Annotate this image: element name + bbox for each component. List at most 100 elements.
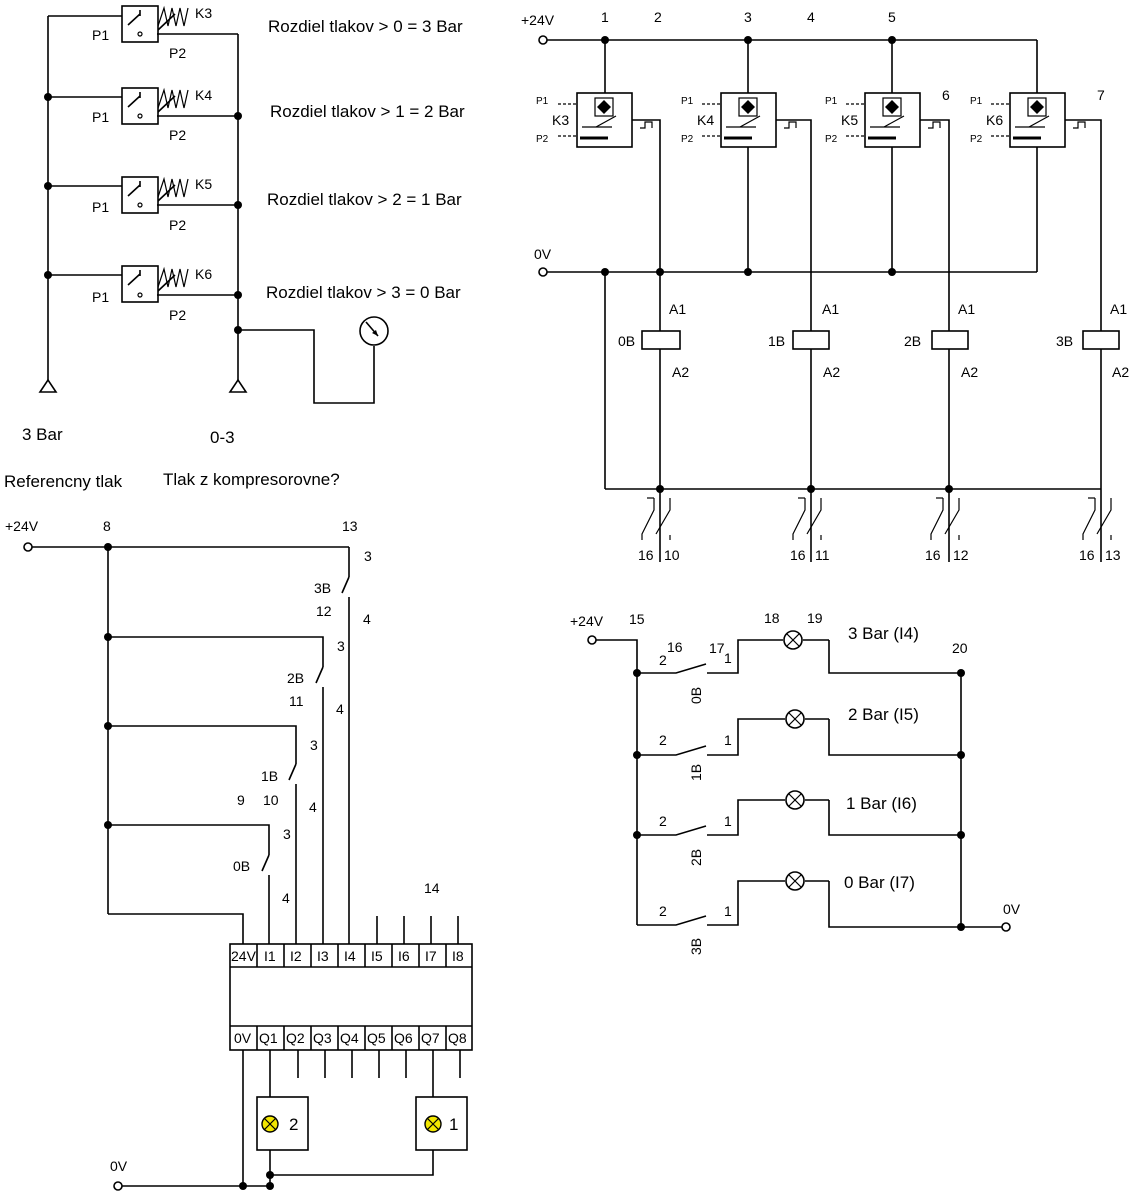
lamp-node-18: 18	[764, 610, 780, 626]
relay-2b-label: 2B	[904, 333, 921, 349]
compressor-pressure-range: 0-3	[210, 428, 235, 447]
k5-label: K5	[195, 176, 212, 192]
lamp-row-2bar	[637, 709, 961, 756]
k6-description: Rozdiel tlakov > 3 = 0 Bar	[266, 283, 461, 302]
plc-output-q8: Q8	[448, 1030, 467, 1046]
contact-3b-bottom: 4	[363, 611, 371, 627]
pressure-switch-k5	[48, 176, 238, 214]
plc-output-q5: Q5	[367, 1030, 386, 1046]
plc-node-9: 9	[237, 792, 245, 808]
k4-a2-label: A2	[823, 364, 840, 380]
pressure-switch-k4	[48, 87, 238, 125]
contact-2b-bottom: 4	[336, 701, 344, 717]
row2-left-terminal: 2	[659, 732, 667, 748]
plc-input-i6: I6	[398, 948, 410, 964]
row4-lamp-label: 0 Bar (I7)	[844, 873, 915, 892]
row2-right-terminal: 1	[724, 732, 732, 748]
k4-a1-label: A1	[822, 301, 839, 317]
contact-0b-common: 16	[638, 547, 654, 563]
pressure-switch-k6	[48, 265, 238, 303]
k5-sensor-p1-label: P1	[825, 96, 838, 107]
k3-sensor-p1-label: P1	[536, 96, 549, 107]
contact-3b-top: 3	[364, 548, 372, 564]
contact-1b-num: 10	[263, 792, 279, 808]
contact-1b-top: 3	[310, 737, 318, 753]
plc-supply-zero-label: 0V	[110, 1158, 128, 1174]
contact-2b-common: 16	[925, 547, 941, 563]
relay-coil-3b	[1082, 330, 1120, 350]
relay-contact-symbols	[641, 489, 1112, 562]
contact-3b-name: 3B	[314, 580, 331, 596]
contact-2b-no: 12	[953, 547, 969, 563]
contact-2b-num: 11	[289, 693, 304, 709]
plc-output-q4: Q4	[340, 1030, 359, 1046]
row4-right-terminal: 1	[724, 903, 732, 919]
pressure-gauge-icon	[359, 316, 389, 346]
k4-label: K4	[195, 87, 212, 103]
plc-input-i2: I2	[290, 948, 302, 964]
lamp-2-label: 2	[289, 1115, 298, 1134]
node-3: 3	[744, 9, 752, 25]
plc-output-q3: Q3	[313, 1030, 332, 1046]
relay-3b-label: 3B	[1056, 333, 1073, 349]
reference-pressure-value: 3 Bar	[22, 425, 63, 444]
lamp-node-19: 19	[807, 610, 823, 626]
contact-3b-num: 12	[316, 603, 332, 619]
k3-p1-label: P1	[92, 27, 109, 43]
contact-0b-top: 3	[283, 826, 291, 842]
k4-sensor-label: K4	[697, 112, 714, 128]
plc-input-i3: I3	[317, 948, 329, 964]
k4-p2-label: P2	[169, 127, 186, 143]
k3-a2-label: A2	[672, 364, 689, 380]
plc-supply-plus-label: +24V	[5, 518, 39, 534]
k3-sensor-label: K3	[552, 112, 569, 128]
pressure-sensor-k6	[991, 40, 1120, 489]
lamp-node-15: 15	[629, 611, 645, 627]
lamp-1-label: 1	[449, 1115, 458, 1134]
row3-contact-label: 2B	[688, 849, 704, 866]
row1-contact-label: 0B	[688, 687, 704, 704]
node-2: 2	[654, 9, 662, 25]
k4-description: Rozdiel tlakov > 1 = 2 Bar	[270, 102, 465, 121]
lamp-node-20: 20	[952, 640, 968, 656]
k6-label: K6	[195, 266, 212, 282]
k5-a2-label: A2	[961, 364, 978, 380]
plc-input-i1: I1	[264, 948, 276, 964]
k5-sensor-label: K5	[841, 112, 858, 128]
pressure-sensor-k3	[558, 40, 681, 489]
lamp-supply-zero-label: 0V	[1003, 901, 1021, 917]
relay-coil-1b	[792, 330, 830, 350]
plc-output-0v: 0V	[234, 1030, 252, 1046]
contact-3b-no: 13	[1105, 547, 1121, 563]
k3-p2-label: P2	[169, 45, 186, 61]
k6-sensor-p1-label: P1	[970, 96, 983, 107]
k3-a1-label: A1	[669, 301, 686, 317]
row3-right-terminal: 1	[724, 813, 732, 829]
row3-left-terminal: 2	[659, 813, 667, 829]
plc-module	[229, 943, 473, 1051]
node-7: 7	[1097, 87, 1105, 103]
k4-p1-label: P1	[92, 109, 109, 125]
contact-1b-common: 16	[790, 547, 806, 563]
relay-1b-label: 1B	[768, 333, 785, 349]
k5-description: Rozdiel tlakov > 2 = 1 Bar	[267, 190, 462, 209]
k6-sensor-p2-label: P2	[970, 134, 983, 145]
contact-2b-top: 3	[337, 638, 345, 654]
k6-a1-label: A1	[1110, 301, 1127, 317]
k6-p2-label: P2	[169, 307, 186, 323]
row2-lamp-label: 2 Bar (I5)	[848, 705, 919, 724]
node-6: 6	[942, 87, 950, 103]
plc-input-i5: I5	[371, 948, 383, 964]
relay-0b-label: 0B	[618, 333, 635, 349]
indicator-lamp-2	[256, 1096, 309, 1151]
k6-p1-label: P1	[92, 289, 109, 305]
relay-coil-2b	[931, 330, 969, 350]
pressure-sensor-k5	[846, 40, 969, 489]
contact-1b-bottom: 4	[309, 799, 317, 815]
lamp-row-3bar	[637, 630, 961, 674]
lamp-row-1bar	[637, 790, 961, 836]
k4-sensor-p2-label: P2	[681, 134, 694, 145]
sensor-relay-section: +24V 0V 1 2 3 4 5 6 7	[521, 9, 1129, 563]
contact-1b-no: 11	[815, 547, 830, 563]
indicator-lamp-1	[415, 1096, 468, 1151]
